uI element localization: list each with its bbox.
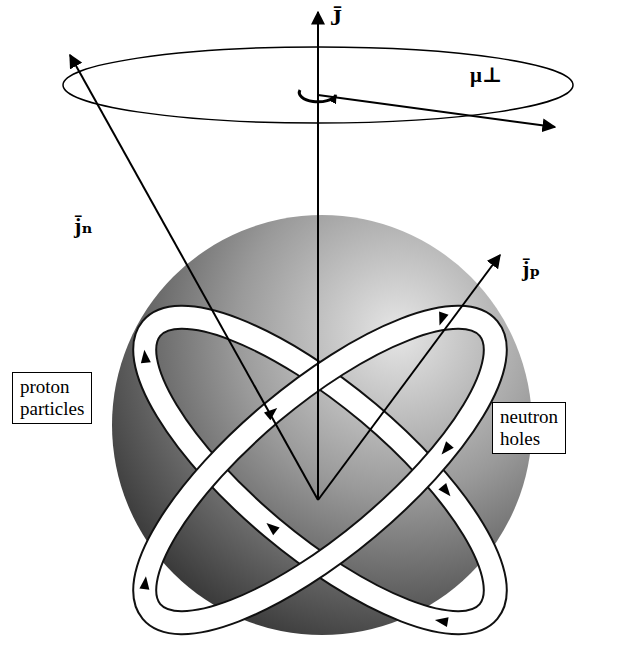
neutron-spin-vector xyxy=(70,55,318,500)
magnetic-moment-vector xyxy=(318,95,555,127)
total-spin-vector xyxy=(317,12,319,500)
vector-label: μ⊥ xyxy=(470,62,502,88)
proton-label-box: proton particles xyxy=(12,372,92,424)
box-text: proton particles xyxy=(20,376,84,420)
neutron-label-box: neutron holes xyxy=(492,402,566,454)
proton-spin-vector xyxy=(318,255,500,500)
vector-label: j̄ₙ xyxy=(74,212,93,239)
vector-label: J̄ xyxy=(330,4,342,31)
vector-label: j̄ₚ xyxy=(522,255,540,282)
box-text: neutron holes xyxy=(500,406,558,450)
